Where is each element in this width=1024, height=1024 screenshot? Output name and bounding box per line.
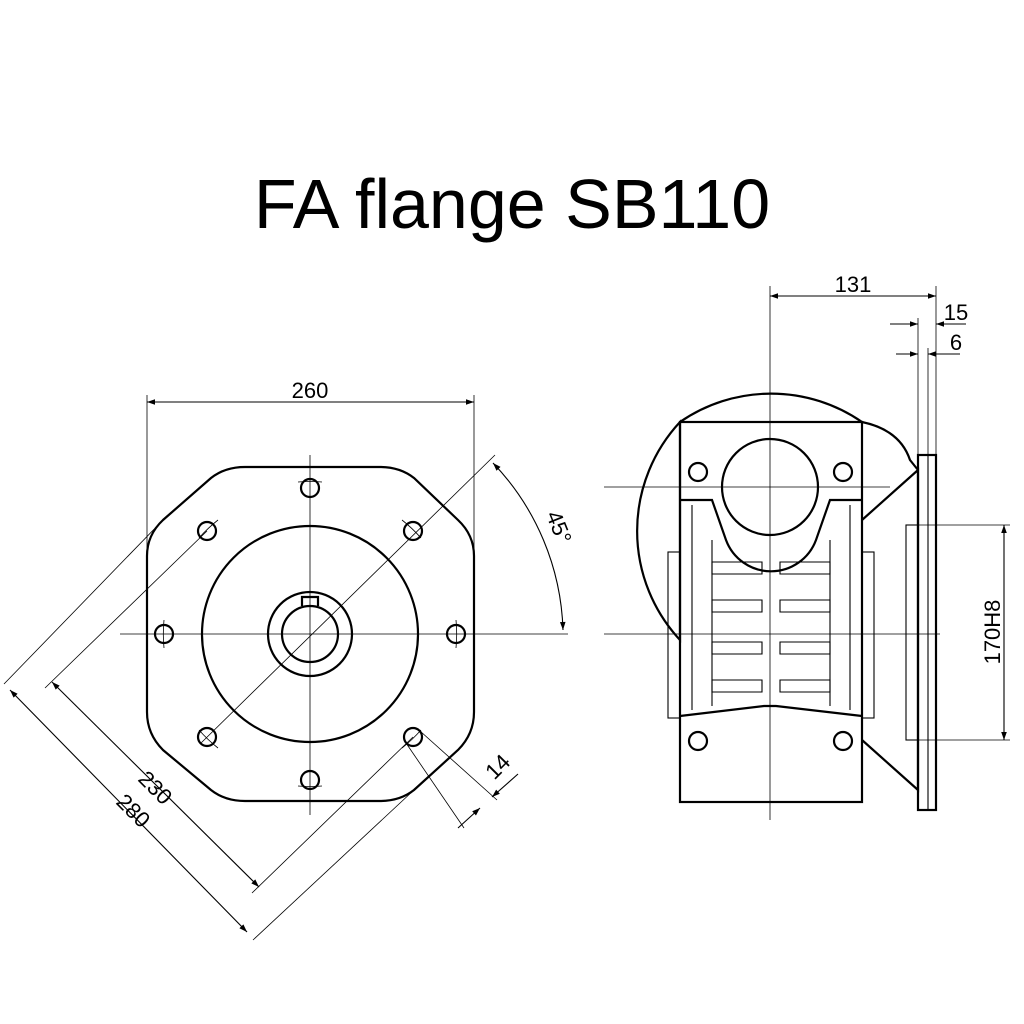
flange-plate — [916, 453, 938, 812]
spigot-diameter-label: 170H8 — [980, 600, 1005, 665]
offset-label: 131 — [835, 272, 872, 297]
flange-outline — [145, 465, 476, 803]
housing-arc-top — [679, 392, 863, 423]
angle-arc — [492, 462, 566, 631]
mounting-hole — [687, 461, 709, 483]
flange-diagonal-dimension-line — [9, 689, 248, 933]
spigot-depth-label: 6 — [950, 330, 962, 355]
side-view: 131 15 6 170H8 — [604, 272, 1010, 820]
angle-label: 45° — [541, 507, 577, 547]
spigot — [905, 524, 919, 741]
hole-dimension-line — [457, 807, 481, 829]
width-label: 260 — [292, 378, 329, 403]
bolt-hole — [402, 520, 424, 542]
bolt-hole — [402, 726, 424, 748]
front-view: 260 45° 230 280 14 — [3, 378, 577, 941]
right-rib — [861, 551, 875, 719]
left-rib — [667, 551, 681, 719]
housing-circle — [636, 419, 682, 643]
mounting-hole — [832, 461, 854, 483]
hole-extension-line — [405, 742, 465, 829]
housing-arc-right — [861, 420, 919, 471]
cooling-fins — [711, 540, 831, 706]
drawing-title: FA flange SB110 — [254, 165, 770, 243]
upper-section — [680, 498, 862, 573]
lower-section — [679, 704, 863, 718]
hole-extension-line — [419, 730, 498, 801]
diagonal-center-line — [199, 454, 496, 745]
hole-label: 14 — [480, 749, 515, 784]
mounting-hole — [687, 730, 709, 752]
hole-dimension-line — [491, 773, 519, 798]
extension-line — [3, 519, 164, 685]
flange-adapter — [861, 467, 920, 793]
thickness-label: 15 — [944, 300, 968, 325]
extension-line — [252, 789, 415, 941]
extension-line — [44, 530, 208, 689]
mounting-hole — [832, 730, 854, 752]
bolt-hole — [196, 520, 218, 542]
extension-line — [251, 736, 414, 894]
